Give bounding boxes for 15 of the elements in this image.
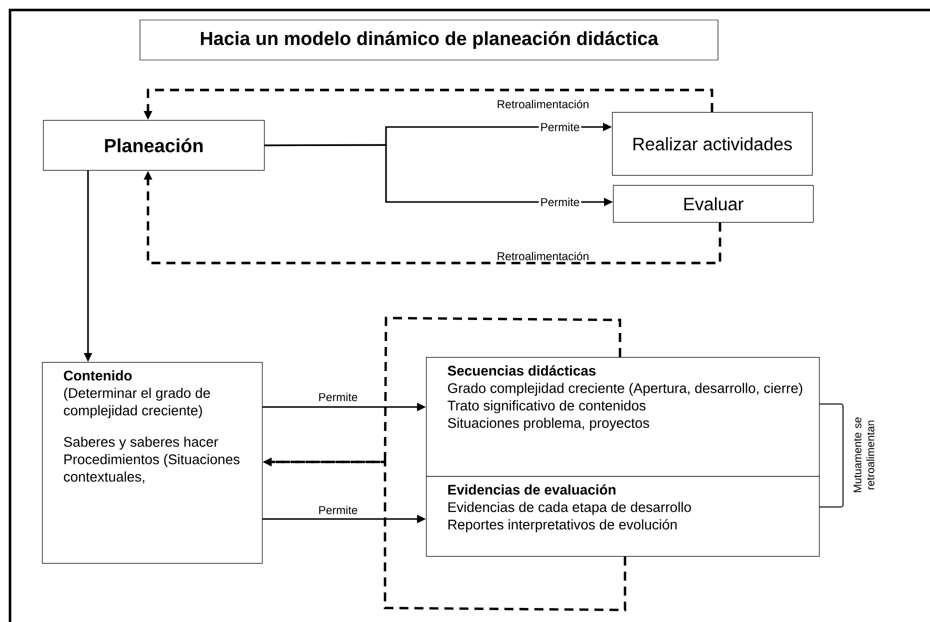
title-box: Hacia un modelo dinámico de planeación didáctica [140, 20, 718, 60]
text-box: Contenido (Determinar el grado de complejidad creciente) Saberes y saberes hacer Procedimientos (Situaciones contextuales, [42, 362, 263, 564]
edge-label: Retroalimentación [495, 250, 591, 262]
process-box: Realizar actividades [612, 112, 813, 176]
process-box: Evaluar [613, 185, 814, 223]
edge-label: Permite [316, 504, 360, 516]
edge-label: Mutuamente se retroalimentan [854, 417, 874, 492]
text-box: Evidencias de evaluación Evidencias de cada etapa de desarrollo Reportes interpretativos de evolución [426, 476, 820, 557]
bracket [819, 404, 844, 508]
process-box: Planeación [43, 120, 265, 171]
edge-label: Permite [538, 196, 582, 208]
edge-label: Retroalimentación [495, 98, 591, 110]
text-box: Secuencias didácticas Grado complejidad creciente (Apertura, desarrollo, cierre) Trato significativo de contenidos Situaciones problema, proyectos [426, 357, 820, 477]
edge-label: Permite [316, 391, 360, 403]
edge-label: Permite [538, 121, 582, 133]
